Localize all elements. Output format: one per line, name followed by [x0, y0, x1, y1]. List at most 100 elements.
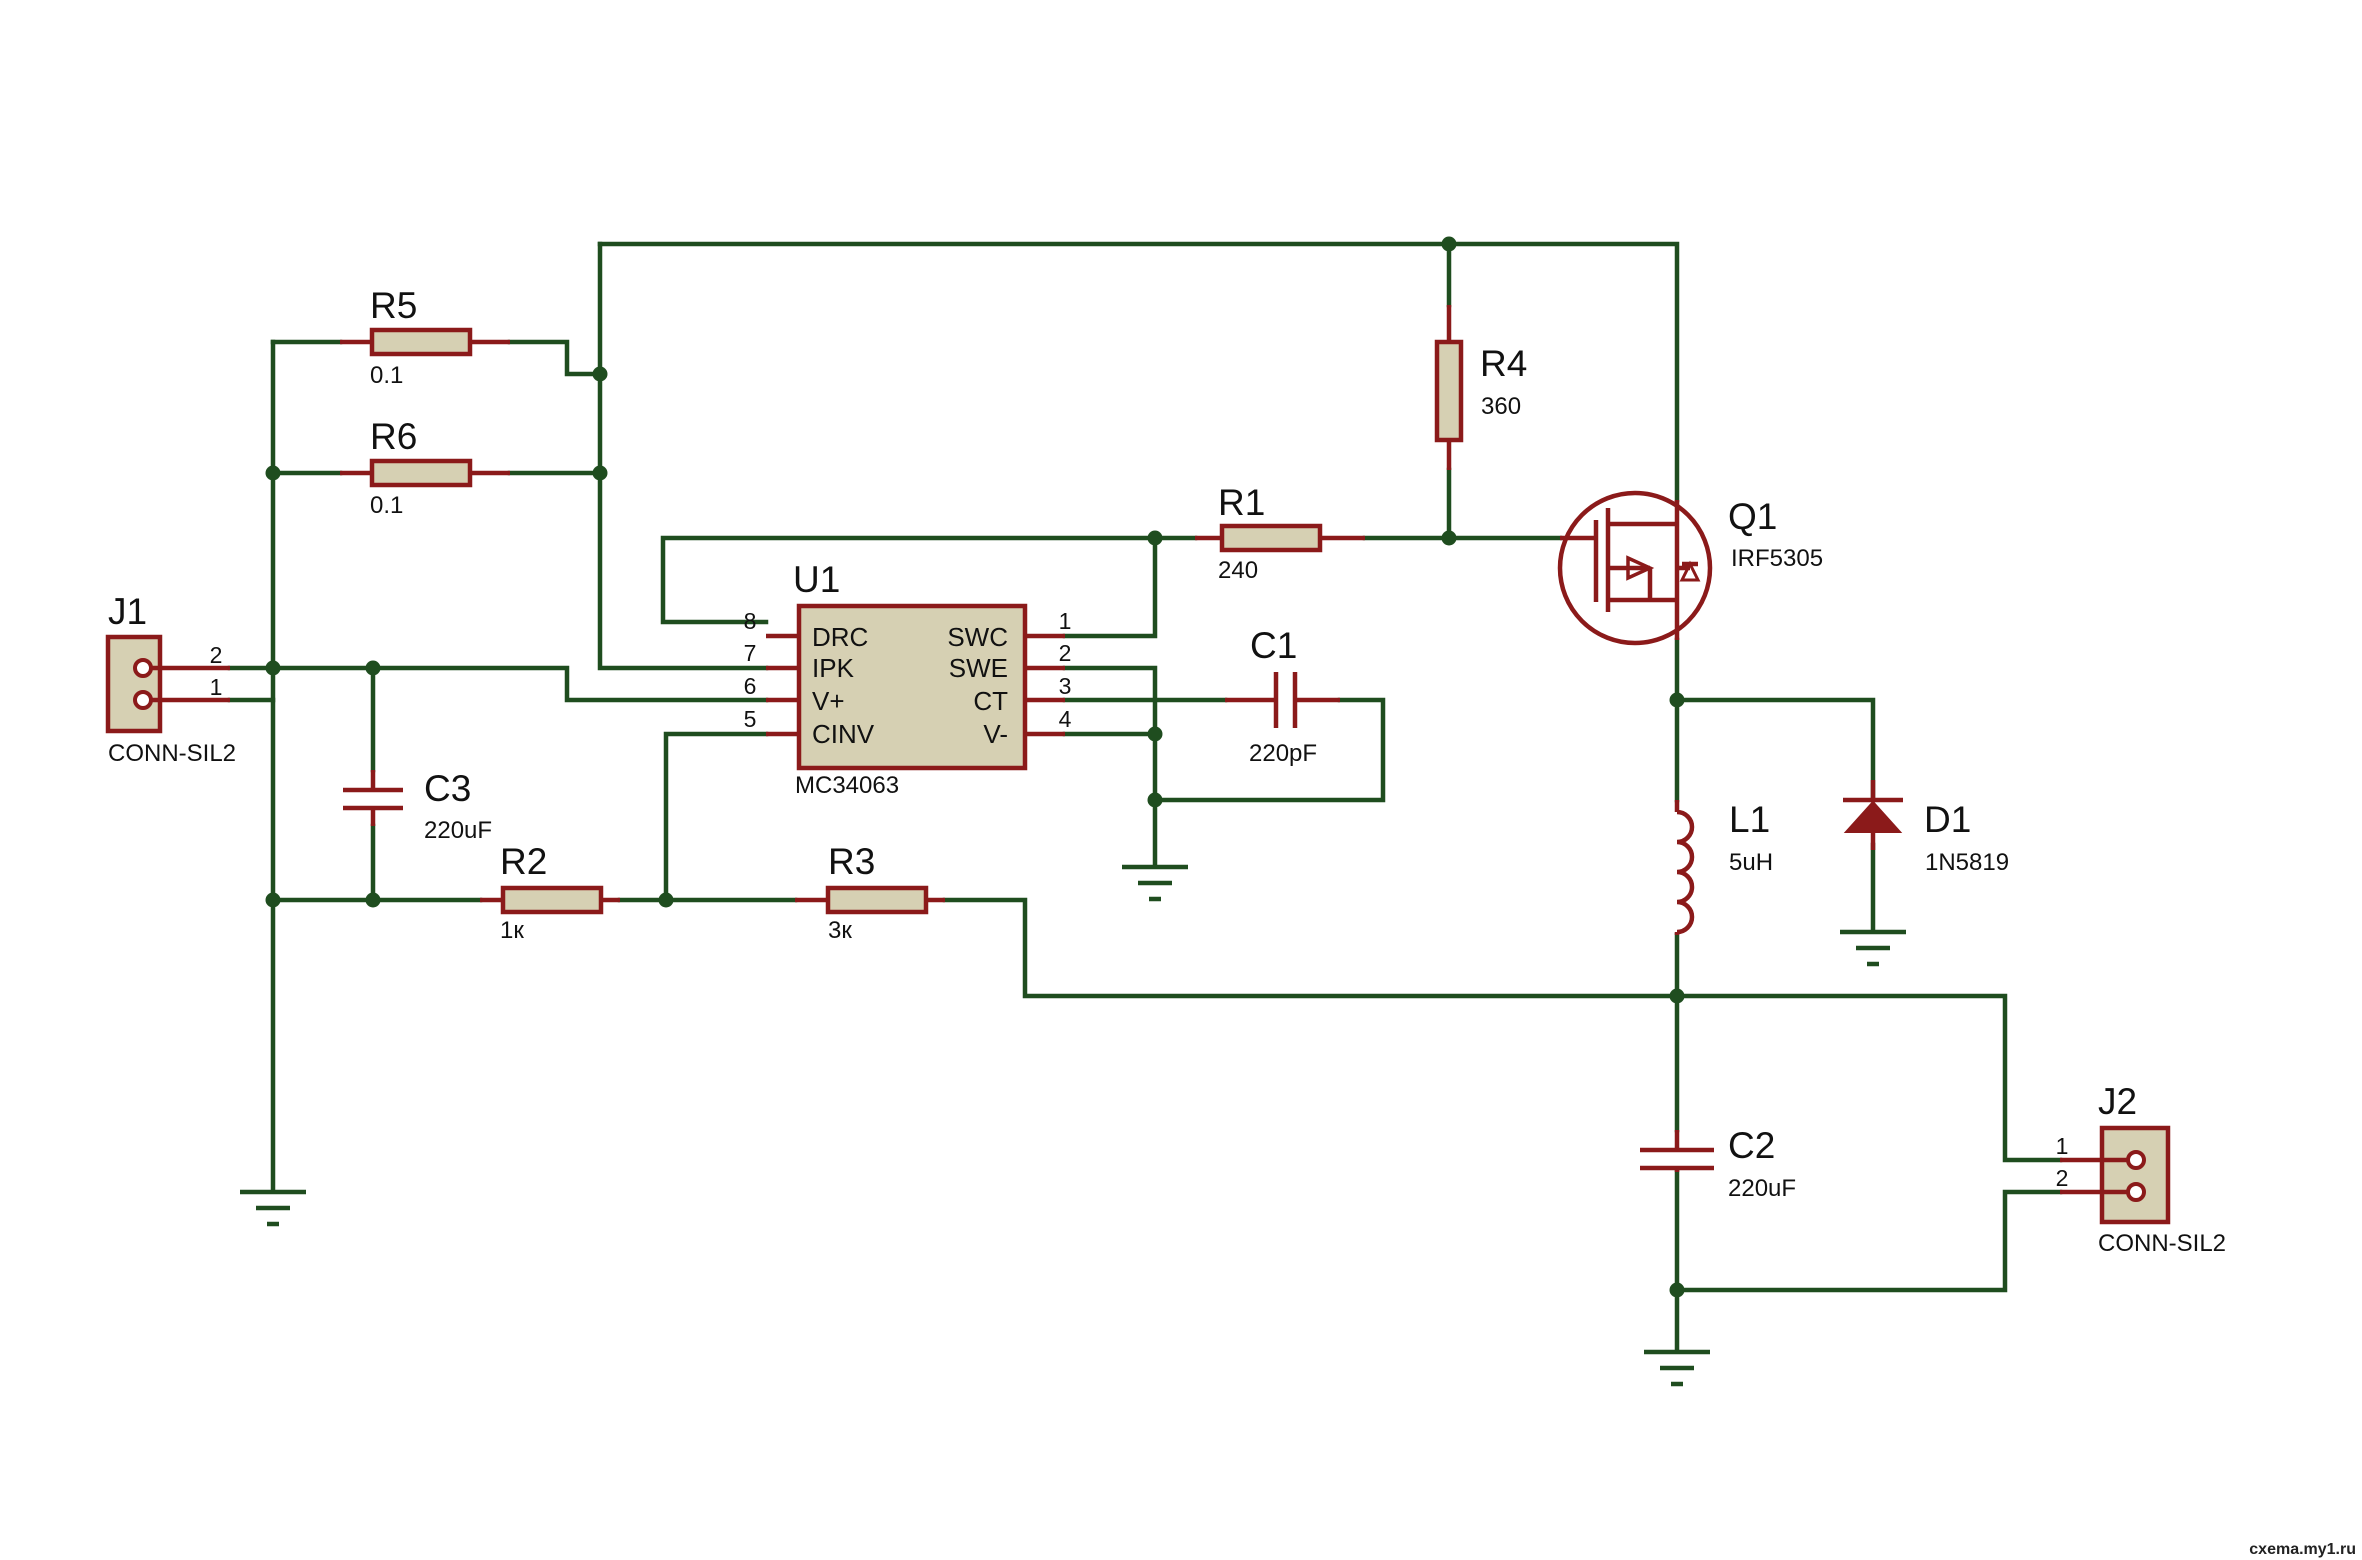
resistor-r1: R1 240: [1195, 482, 1365, 584]
junction-dot: [1441, 236, 1457, 252]
j2-pin-number: 2: [2056, 1165, 2069, 1191]
watermark: cxema.my1.ru: [2249, 1541, 2356, 1558]
wire-cinv: [663, 731, 769, 903]
resistor-r2: R2 1к: [480, 841, 620, 944]
u1-pin-name: CINV: [812, 719, 875, 749]
u1-pin-number: 8: [744, 608, 757, 634]
r6-ref: R6: [370, 416, 417, 457]
r5-value: 0.1: [370, 362, 403, 389]
capacitor-c2: C2 220uF: [1640, 1125, 1796, 1202]
j2-pin-number: 1: [2056, 1133, 2069, 1159]
wire-j2-pin1: [1674, 993, 2063, 1163]
junction-dot: [365, 892, 381, 908]
capacitor-c1: C1 220pF: [1225, 625, 1340, 767]
c3-ref: C3: [424, 768, 471, 809]
junction-dot: [1147, 726, 1163, 742]
wire-vin: [227, 665, 769, 703]
j2-value: CONN-SIL2: [2098, 1230, 2226, 1257]
u1-value: MC34063: [795, 772, 899, 799]
resistor-r6: R6 0.1: [340, 416, 510, 519]
wire-r5-right: [507, 339, 603, 377]
r2-ref: R2: [500, 841, 547, 882]
r1-ref: R1: [1218, 482, 1265, 523]
r1-value: 240: [1218, 557, 1258, 584]
diode-d1: D1 1N5819: [1843, 780, 2009, 876]
resistor-r3: R3 3к: [795, 841, 945, 944]
junction-dot: [592, 465, 608, 481]
junctions: [265, 236, 1685, 1298]
wire-j2-pin2: [1674, 1189, 2063, 1293]
junction-dot: [265, 660, 281, 676]
r3-value: 3к: [828, 917, 852, 944]
u1-pin-number: 1: [1059, 608, 1072, 634]
junction-dot: [1669, 692, 1685, 708]
r6-value: 0.1: [370, 492, 403, 519]
capacitor-c3: C3 220uF: [343, 768, 492, 844]
d1-ref: D1: [1924, 799, 1971, 840]
u1-pin-number: 2: [1059, 640, 1072, 666]
u1-pin-name: IPK: [812, 653, 855, 683]
ground-symbol: [1644, 1349, 1710, 1387]
u1-pin-number: 7: [744, 640, 757, 666]
connector-j2: J2 CONN-SIL2 1 2: [2056, 1081, 2226, 1257]
d1-value: 1N5819: [1925, 849, 2009, 876]
ground-symbol: [1122, 864, 1188, 902]
q1-value: IRF5305: [1731, 545, 1823, 572]
junction-dot: [658, 892, 674, 908]
junction-dot: [1441, 530, 1457, 546]
c2-ref: C2: [1728, 1125, 1775, 1166]
r2-value: 1к: [500, 917, 524, 944]
u1-pin-name: SWC: [947, 622, 1008, 652]
resistor-r4: R4 360: [1434, 305, 1527, 470]
junction-dot: [1669, 988, 1685, 1004]
wire-r3-output: [942, 897, 1680, 999]
l1-value: 5uH: [1729, 849, 1773, 876]
wire-swe-vminus: [1062, 665, 1158, 803]
junction-dot: [265, 892, 281, 908]
junction-dot: [1147, 792, 1163, 808]
wire-top-rail: [597, 241, 1680, 503]
u1-pin-name: SWE: [949, 653, 1008, 683]
u1-pin-number: 3: [1059, 673, 1072, 699]
wire-ct-gnd: [1152, 697, 1386, 803]
junction-dot: [1669, 1282, 1685, 1298]
junction-dot: [265, 465, 281, 481]
u1-ref: U1: [793, 559, 840, 600]
l1-ref: L1: [1729, 799, 1770, 840]
inductor-l1: L1 5uH: [1674, 799, 1773, 935]
u1-pin-number: 6: [744, 673, 757, 699]
u1-pin-name: DRC: [812, 622, 868, 652]
junction-dot: [592, 366, 608, 382]
c1-ref: C1: [1250, 625, 1297, 666]
j1-pin-number: 2: [210, 642, 223, 668]
wire-d1-top: [1674, 697, 1876, 803]
u1-pin-name: V+: [812, 686, 845, 716]
r4-value: 360: [1481, 393, 1521, 420]
junction-dot: [1147, 530, 1163, 546]
junction-dot: [365, 660, 381, 676]
j2-ref: J2: [2098, 1081, 2137, 1122]
ground-symbol: [240, 1189, 306, 1227]
wires: [227, 241, 2063, 1353]
resistor-r5: R5 0.1: [340, 285, 510, 389]
u1-pin-number: 4: [1059, 706, 1072, 732]
j1-ref: J1: [108, 591, 147, 632]
c3-value: 220uF: [424, 817, 492, 844]
ic-u1-body: [796, 603, 1028, 771]
u1-pin-number: 5: [744, 706, 757, 732]
r3-ref: R3: [828, 841, 875, 882]
mosfet-q1: Q1 IRF5305: [1557, 490, 1823, 646]
q1-ref: Q1: [1728, 496, 1777, 537]
j1-pin-number: 1: [210, 674, 223, 700]
ground-symbol: [1840, 929, 1906, 967]
ic-u1: U1 MC34063 8 7 6 5 DRC IPK V+ CINV 1 2 3…: [744, 559, 1072, 799]
c1-value: 220pF: [1249, 740, 1317, 767]
connector-j1: J1 CONN-SIL2 2 1: [105, 591, 236, 767]
r4-ref: R4: [1480, 343, 1527, 384]
wire-ipk: [597, 241, 769, 671]
u1-pin-name: V-: [983, 719, 1008, 749]
u1-pin-name: CT: [973, 686, 1008, 716]
wire-drc-swc: [660, 535, 1158, 639]
c2-value: 220uF: [1728, 1175, 1796, 1202]
